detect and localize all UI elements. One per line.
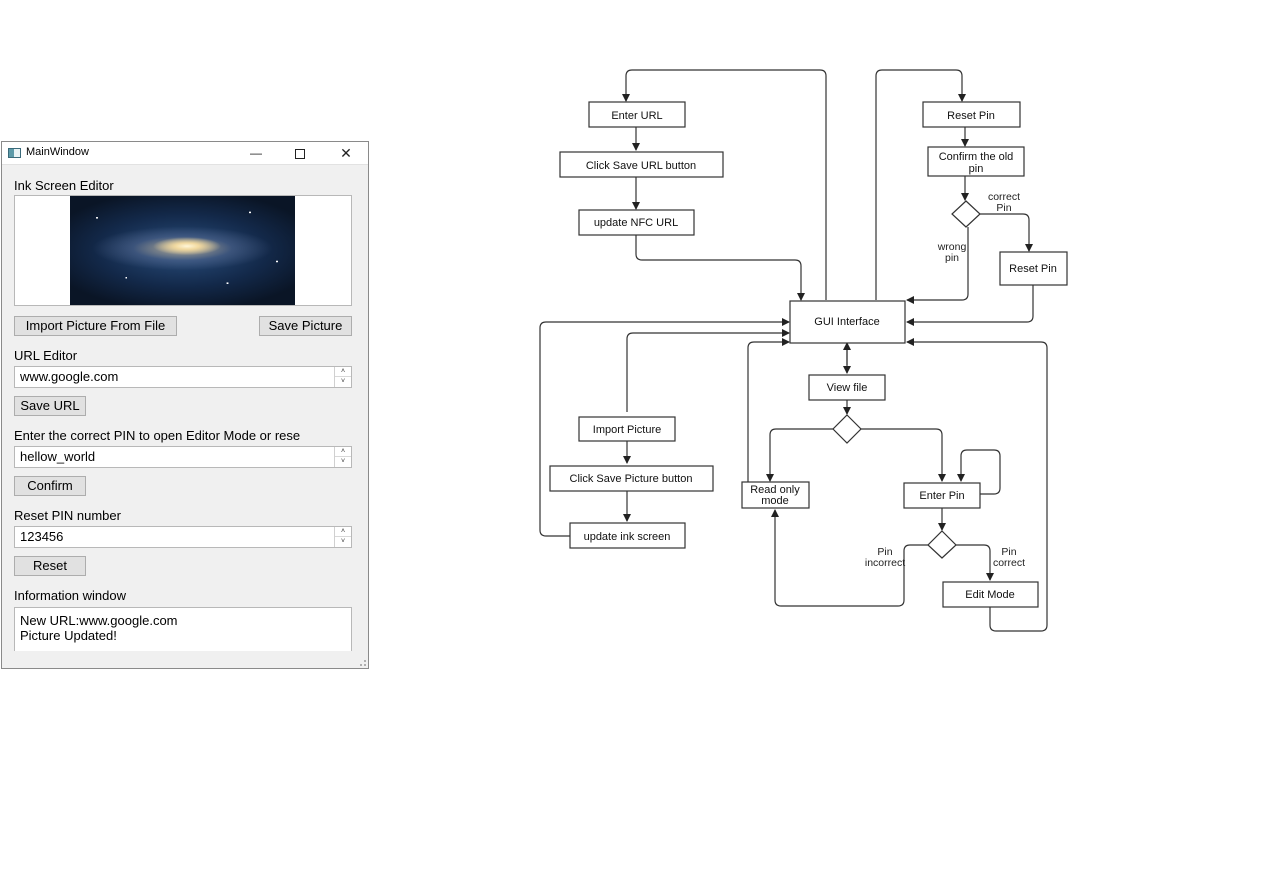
main-window: MainWindow — ✕ Ink Screen Editor Import …	[1, 141, 369, 669]
edge-label: correct	[993, 557, 1025, 569]
decision-old-pin	[951, 200, 981, 228]
reset-pin-label: Reset PIN number	[14, 508, 121, 523]
edge-label: Pin	[877, 546, 892, 558]
close-button[interactable]: ✕	[340, 145, 352, 161]
edge	[539, 318, 790, 537]
spin-down-icon[interactable]: ˅	[340, 538, 346, 545]
node-label: View file	[827, 382, 868, 394]
reset-pin-spinner[interactable]: ˄ ˅	[334, 527, 351, 547]
info-line: Picture Updated!	[20, 628, 117, 643]
node-import-picture: Import Picture	[578, 416, 676, 442]
spin-down-icon[interactable]: ˅	[340, 458, 346, 465]
node-click-save-url: Click Save URL button	[559, 151, 724, 178]
edge-label: wrong	[937, 241, 967, 253]
node-label: pin	[969, 163, 984, 175]
edge	[906, 338, 1048, 632]
edge	[861, 428, 946, 482]
ink-editor-label: Ink Screen Editor	[14, 178, 114, 193]
node-update-ink-screen: update ink screen	[569, 522, 686, 549]
url-input-value: www.google.com	[20, 369, 119, 384]
node-label: update ink screen	[584, 531, 671, 543]
info-line: New URL:www.google.com	[20, 613, 178, 628]
edge-label: Pin	[1001, 546, 1016, 558]
flow-edges	[539, 69, 1048, 632]
node-label: Enter URL	[611, 110, 662, 122]
node-enter-url: Enter URL	[588, 101, 686, 128]
node-label: Click Save URL button	[586, 160, 696, 172]
edge	[957, 449, 1001, 495]
confirm-button[interactable]: Confirm	[14, 476, 86, 496]
node-label: Confirm the old	[939, 151, 1014, 163]
title-bar[interactable]: MainWindow — ✕	[2, 142, 368, 165]
node-label: Edit Mode	[965, 589, 1015, 601]
node-label: Reset Pin	[1009, 263, 1057, 275]
node-enter-pin: Enter Pin	[903, 482, 981, 509]
pin-input[interactable]: hellow_world ˄ ˅	[14, 446, 352, 468]
url-input[interactable]: www.google.com ˄ ˅	[14, 366, 352, 388]
node-label: update NFC URL	[594, 217, 678, 229]
node-label: Click Save Picture button	[570, 473, 693, 485]
node-update-nfc-url: update NFC URL	[578, 209, 695, 236]
pin-spinner[interactable]: ˄ ˅	[334, 447, 351, 467]
minimize-button[interactable]: —	[250, 146, 262, 160]
edge	[635, 235, 805, 301]
edge	[906, 285, 1034, 326]
spin-up-icon[interactable]: ˄	[335, 367, 351, 377]
spin-up-icon[interactable]: ˄	[335, 447, 351, 457]
node-read-only-mode: Read only mode	[741, 481, 810, 509]
edge	[956, 544, 994, 581]
node-reset-pin-right: Reset Pin	[999, 251, 1068, 286]
url-editor-label: URL Editor	[14, 348, 78, 363]
resize-grip-icon[interactable]	[358, 658, 366, 666]
decision-view-file	[832, 414, 862, 444]
node-label: GUI Interface	[814, 316, 879, 328]
spin-up-icon[interactable]: ˄	[335, 527, 351, 537]
reset-pin-value: 123456	[20, 529, 64, 544]
maximize-button[interactable]	[278, 142, 322, 164]
node-reset-pin-top: Reset Pin	[922, 101, 1021, 128]
pin-input-value: hellow_world	[20, 449, 96, 464]
galaxy-image	[70, 196, 295, 305]
save-url-button[interactable]: Save URL	[14, 396, 86, 416]
edge	[747, 338, 790, 482]
info-textbox[interactable]: New URL:www.google.com Picture Updated!	[14, 607, 352, 651]
pin-entry-label: Enter the correct PIN to open Editor Mod…	[14, 428, 301, 443]
reset-pin-input[interactable]: 123456 ˄ ˅	[14, 526, 352, 548]
spin-down-icon[interactable]: ˅	[340, 378, 346, 385]
node-edit-mode: Edit Mode	[942, 581, 1039, 608]
reset-button[interactable]: Reset	[14, 556, 86, 576]
edge	[771, 509, 928, 607]
edge-label: Pin	[996, 202, 1011, 214]
app-icon	[8, 148, 21, 158]
edge-label: correct	[988, 191, 1020, 203]
edge	[906, 227, 969, 304]
node-label: Reset Pin	[947, 110, 995, 122]
node-label: Enter Pin	[919, 490, 964, 502]
decision-enter-pin	[927, 530, 957, 559]
edge	[980, 213, 1033, 252]
edge-label: incorrect	[865, 557, 905, 569]
node-click-save-picture: Click Save Picture button	[549, 465, 714, 492]
save-picture-button[interactable]: Save Picture	[259, 316, 352, 336]
node-view-file: View file	[808, 374, 886, 401]
node-label: mode	[761, 495, 789, 507]
node-label: Import Picture	[593, 424, 661, 436]
edge	[766, 428, 833, 482]
url-spinner[interactable]: ˄ ˅	[334, 367, 351, 387]
node-gui-interface: GUI Interface	[789, 300, 906, 344]
image-preview-frame	[14, 195, 352, 306]
edge-label: pin	[945, 252, 959, 264]
info-window-label: Information window	[14, 588, 126, 603]
node-label: Read only	[750, 484, 800, 496]
maximize-icon	[295, 148, 305, 159]
edge	[626, 329, 790, 412]
import-picture-button[interactable]: Import Picture From File	[14, 316, 177, 336]
edge	[622, 69, 827, 300]
edge	[875, 69, 966, 300]
node-confirm-old-pin: Confirm the old pin	[927, 146, 1025, 177]
window-title: MainWindow	[26, 146, 89, 158]
